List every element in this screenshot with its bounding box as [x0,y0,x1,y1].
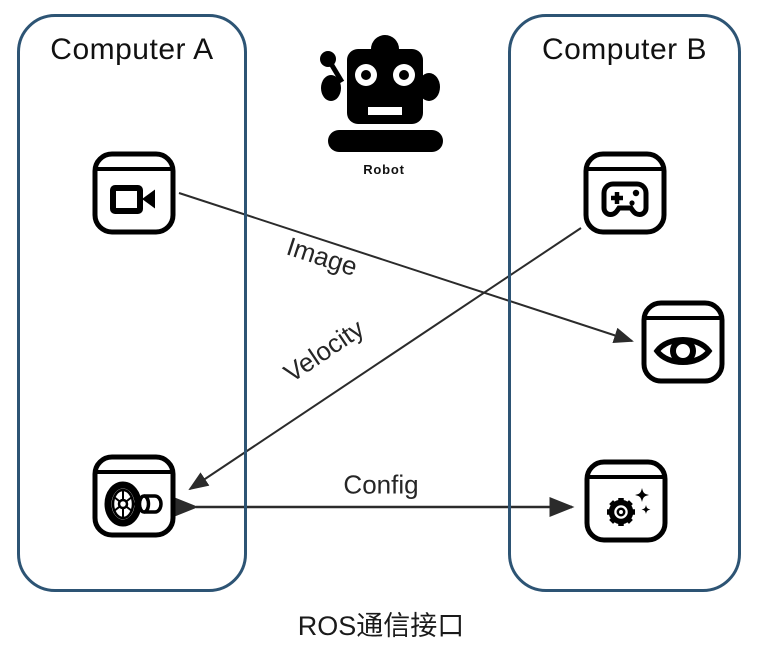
robot-figure: Robot [316,26,452,177]
computer-b-title: Computer B [541,33,708,66]
motor-wheel-icon [92,454,176,538]
config-arrow-label: Config [343,469,419,500]
velocity-arrow-label: Velocity [278,313,370,389]
diagram-caption: ROS通信接口 [297,611,465,641]
computer-a-title: Computer A [50,33,214,66]
computer-a-box: Computer A [17,14,247,592]
gear-sparkle-icon [584,459,668,543]
video-camera-icon [92,151,176,235]
robot-label: Robot [363,162,405,177]
image-arrow-label: Image [283,231,362,282]
computer-b-box: Computer B [508,14,741,592]
gamepad-icon [583,151,667,235]
eye-icon [641,300,725,384]
robot-icon [320,35,443,152]
